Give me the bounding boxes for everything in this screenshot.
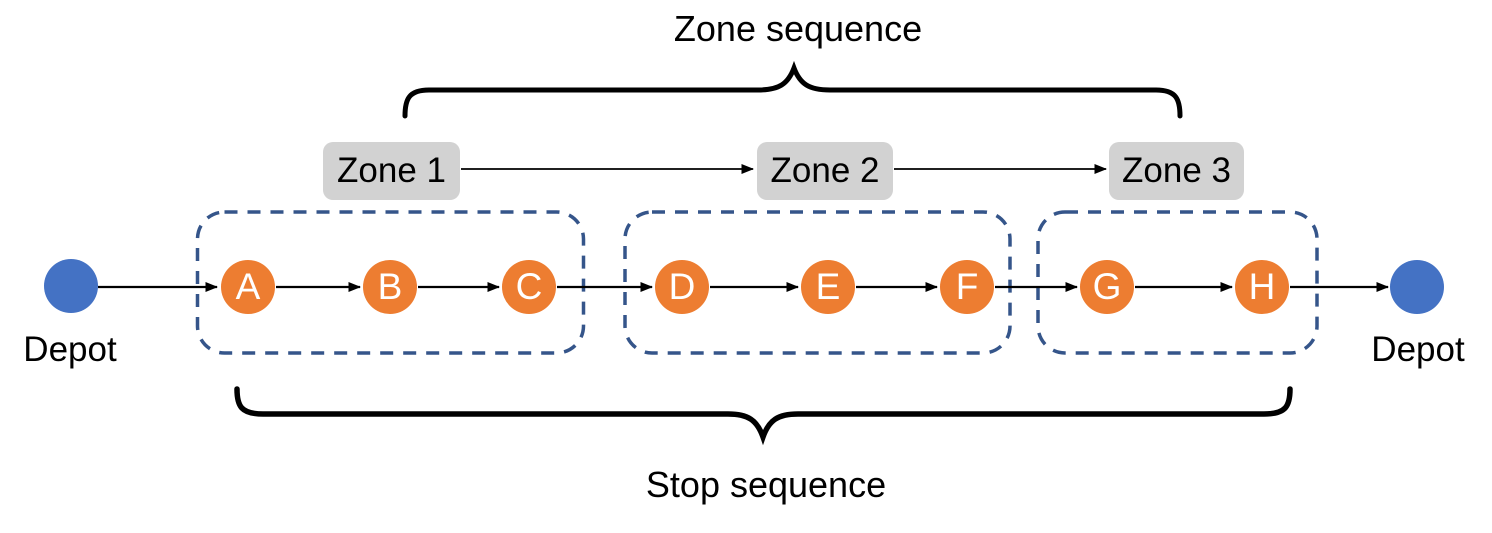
stop-f-node: F [940,260,994,314]
zone-sequence-brace [402,60,1183,119]
stop-h-node: H [1235,260,1289,314]
depot-end-label: Depot [1371,330,1465,369]
depot-end-node [1390,260,1444,314]
depot-start-node [44,259,98,313]
stop-d-node: D [655,260,709,314]
zone-2-group-outline [623,210,1012,355]
depot-start-label: Depot [23,330,117,369]
stop-e-node: E [801,260,855,314]
stop-sequence-brace [234,386,1293,446]
stop-g-node: G [1080,260,1134,314]
stop-sequence-title: Stop sequence [645,464,887,505]
stop-c-node: C [502,260,556,314]
zone-2-box: Zone 2 [757,142,893,200]
zone-sequence-title: Zone sequence [673,8,923,49]
stop-a-node: A [221,260,275,314]
stop-b-node: B [363,260,417,314]
zone-1-group-outline [195,210,586,355]
zone-3-group-outline [1036,210,1319,355]
zone-1-box: Zone 1 [323,142,460,200]
zone-3-box: Zone 3 [1109,142,1244,200]
